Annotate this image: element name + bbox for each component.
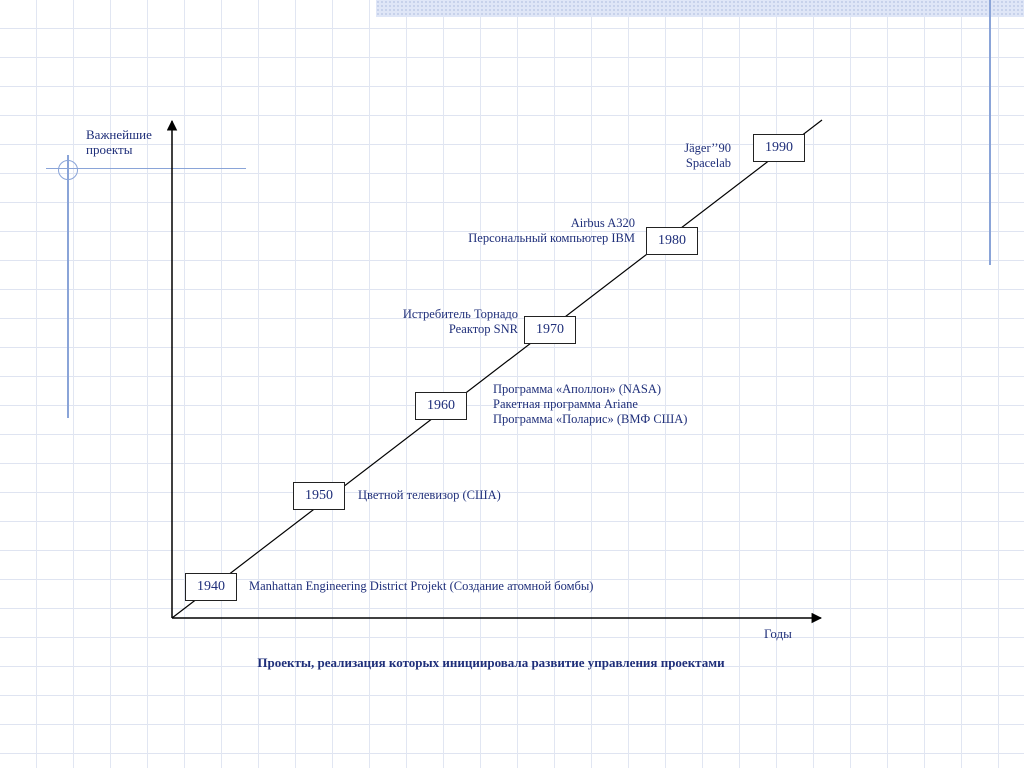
decorative-circle-marker [58, 160, 78, 180]
project-text: Ракетная программа Ariane [493, 397, 638, 411]
project-text: Jäger’’90 [684, 141, 731, 155]
year-box-1940: 1940 [185, 573, 237, 601]
project-label-1980: Airbus A320 Персональный компьютер IBM [440, 216, 635, 246]
project-label-1960: Программа «Аполлон» (NASA) Ракетная прог… [493, 382, 687, 427]
y-axis-label-line2: проекты [86, 142, 133, 157]
project-text: Программа «Поларис» (ВМФ США) [493, 412, 688, 426]
project-text: Персональный компьютер IBM [468, 231, 635, 245]
x-axis-label: Годы [764, 626, 792, 641]
project-label-1950: Цветной телевизор (США) [358, 488, 501, 503]
y-axis-label: Важнейшие проекты [86, 127, 152, 157]
project-text: Программа «Аполлон» (NASA) [493, 382, 662, 396]
year-box-1980: 1980 [646, 227, 698, 255]
project-text: Manhattan Engineering District Projekt (… [249, 579, 594, 593]
decorative-vertical-line-left [67, 155, 69, 418]
project-label-1970: Истребитель Торнадо Реактор SNR [360, 307, 518, 337]
project-text: Spacelab [685, 156, 731, 170]
project-label-1990: Jäger’’90 Spacelab [630, 141, 731, 171]
project-text: Airbus A320 [570, 216, 635, 230]
y-axis-label-line1: Важнейшие [86, 127, 152, 142]
project-text: Реактор SNR [448, 322, 518, 336]
year-box-1960: 1960 [415, 392, 467, 420]
diagram-caption: Проекты, реализация которых инициировала… [257, 655, 725, 670]
project-text: Истребитель Торнадо [402, 307, 518, 321]
year-box-1970: 1970 [524, 316, 576, 344]
top-decorative-strip [376, 0, 1024, 17]
year-box-1950: 1950 [293, 482, 345, 510]
decorative-horizontal-line-left [46, 168, 246, 169]
project-label-1940: Manhattan Engineering District Projekt (… [249, 579, 593, 594]
year-box-1990: 1990 [753, 134, 805, 162]
trend-line [171, 119, 823, 619]
decorative-vertical-line-right [989, 0, 991, 265]
project-text: Цветной телевизор (США) [358, 488, 501, 502]
